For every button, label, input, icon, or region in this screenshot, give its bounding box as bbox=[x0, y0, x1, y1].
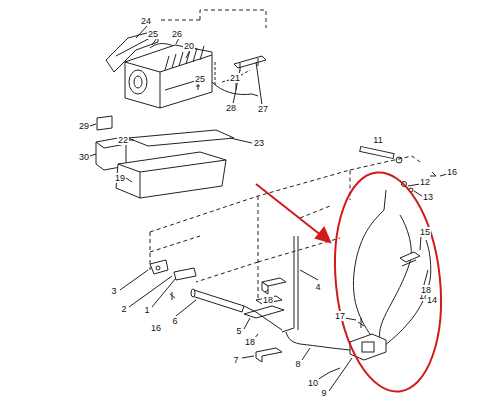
callout-number: 18 bbox=[244, 337, 256, 347]
callout-number: 21 bbox=[229, 73, 241, 83]
callout-number: 18 bbox=[420, 285, 432, 295]
callout-number: 16 bbox=[150, 323, 162, 333]
callout-number: 6 bbox=[171, 316, 178, 326]
callout-number: 1 bbox=[143, 305, 150, 315]
callout-number: 26 bbox=[171, 29, 183, 39]
callout-number: 4 bbox=[314, 282, 321, 292]
callout-number: 24 bbox=[140, 16, 152, 26]
callout-number: 7 bbox=[232, 355, 239, 365]
callout-number: 16 bbox=[446, 167, 458, 177]
callout-number: 15 bbox=[419, 227, 431, 237]
callout-number: 2 bbox=[120, 304, 127, 314]
callout-number: 3 bbox=[110, 286, 117, 296]
callout-number: 17 bbox=[334, 311, 346, 321]
callout-number: 5 bbox=[235, 326, 242, 336]
callout-number: 30 bbox=[78, 152, 90, 162]
callout-number: 12 bbox=[419, 177, 431, 187]
callout-number: 19 bbox=[114, 173, 126, 183]
callout-number: 22 bbox=[117, 135, 129, 145]
callout-number: 25 bbox=[194, 74, 206, 84]
callout-number: 28 bbox=[225, 103, 237, 113]
callout-number: 10 bbox=[307, 378, 319, 388]
callout-number: 11 bbox=[372, 135, 383, 145]
callout-number: 14 bbox=[426, 295, 438, 305]
callout-number: 13 bbox=[422, 192, 434, 202]
callout-number: 20 bbox=[183, 41, 195, 51]
callout-number: 29 bbox=[78, 121, 90, 131]
callout-number: 8 bbox=[294, 359, 301, 369]
callout-number: 27 bbox=[257, 104, 269, 114]
callout-number: 9 bbox=[320, 388, 327, 398]
callout-number: 23 bbox=[253, 138, 265, 148]
callout-number: 18 bbox=[262, 295, 274, 305]
callout-number: 25 bbox=[147, 29, 159, 39]
